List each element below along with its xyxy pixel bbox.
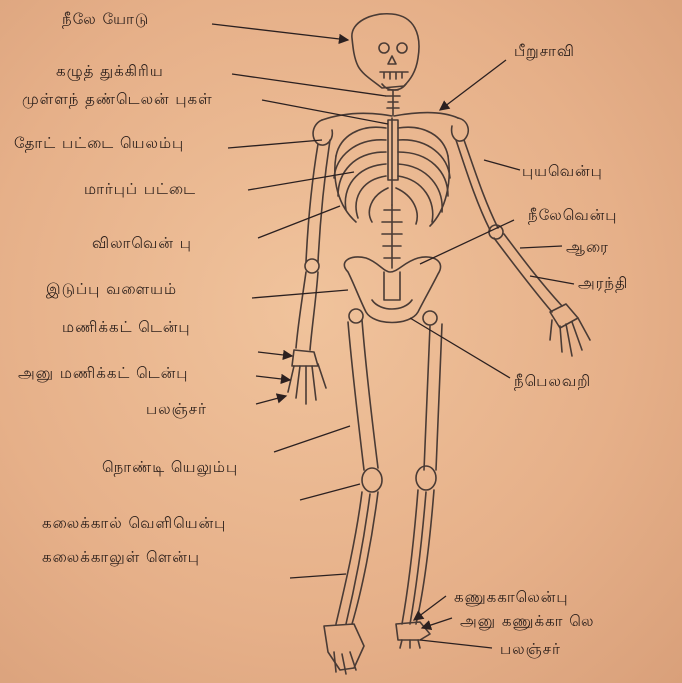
label-skull: நீலே யோடு [62, 10, 149, 28]
leader-shoulder-blade [228, 140, 322, 148]
label-ribs: விலாவென் பு [92, 234, 192, 252]
leader-skull [212, 24, 348, 40]
leader-radius [520, 246, 562, 248]
leader-pelvic-girdle [252, 290, 348, 298]
label-metatarsals: அனு கணுக்கா லெ [460, 612, 594, 630]
leader-fibula [290, 574, 346, 578]
label-phalanges-hand: பலஞ்சர் [146, 400, 207, 418]
label-shin-bone: கலைக்கால் வெளியென்பு [42, 514, 226, 532]
leader-ulna [530, 276, 574, 284]
label-breastbone: மார்புப் பட்டை [84, 180, 196, 198]
skull [352, 14, 419, 90]
label-radius: ஆரை [566, 238, 609, 256]
label-kneecap: நொண்டி யெலும்பு [102, 458, 238, 476]
shoulder-joints [313, 118, 468, 145]
leader-humerus [484, 160, 520, 170]
leader-shin-bone [300, 484, 360, 500]
label-wrist-bones: மணிக்கட் டென்பு [62, 318, 191, 336]
label-ankle-bones: கணுககாலென்பு [454, 588, 569, 606]
label-fibula: கலைக்காலுள் ளென்பு [42, 548, 200, 566]
label-humerus: புயவென்பு [522, 162, 603, 180]
label-shoulder-blade: தோட் பட்டை யெலம்பு [14, 134, 184, 152]
label-pelvic-girdle: இடுப்பு வளையம் [46, 280, 177, 298]
label-femur: நீபெலவறி [514, 372, 591, 390]
leader-kneecap [274, 426, 350, 452]
leader-phalanges-hand [256, 396, 286, 404]
leader-ribs [258, 206, 340, 238]
leader-metatarsals [422, 618, 452, 628]
leader-lines [212, 24, 574, 648]
leader-wrist-bones [258, 352, 292, 356]
label-metacarpals: அனு மணிக்கட் டென்பு [18, 364, 188, 382]
leader-clavicle [440, 60, 506, 110]
label-clavicle: பீறுசாவி [514, 42, 575, 60]
label-forearm-bone: நீலேவென்பு [528, 206, 617, 224]
leader-phalanges-foot [420, 640, 492, 648]
right-leg [396, 324, 442, 648]
neck-vertebrae [386, 90, 400, 115]
left-leg [324, 320, 382, 674]
lumbar-spine [382, 205, 402, 268]
label-phalanges-foot: பலஞ்சர் [500, 640, 561, 658]
leader-metacarpals [256, 376, 290, 380]
leader-femur [410, 318, 510, 378]
label-ulna: அரந்தி [578, 274, 628, 292]
clavicles [322, 113, 458, 121]
label-spine-vertebrae: முள்ளந் தண்டெலன் புகள் [22, 90, 213, 108]
leader-forearm-bone [420, 220, 514, 264]
leader-spine [262, 100, 388, 124]
label-neck-vertebrae: கழுத் துக்கிரிய [56, 62, 164, 80]
leader-neck [232, 74, 386, 96]
